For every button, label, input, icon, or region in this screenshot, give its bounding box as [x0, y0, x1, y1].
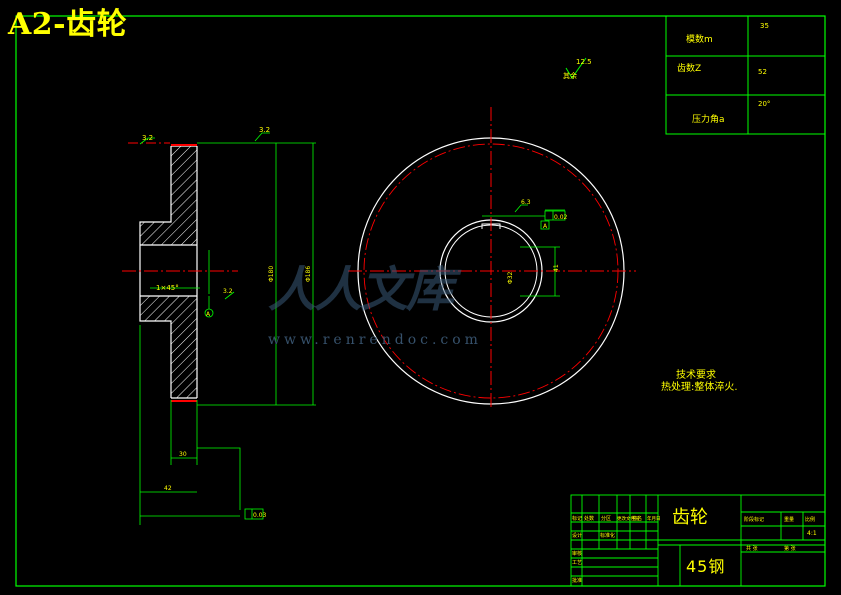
- watermark-url: www.renrendoc.com: [268, 332, 482, 348]
- tb-cell-total: 共 张: [746, 545, 758, 552]
- roughness-value: 12.5: [576, 58, 592, 66]
- tb-cell-zone: 分区: [601, 515, 611, 522]
- title-block: [570, 494, 826, 587]
- roughness-label: 其余: [563, 71, 577, 80]
- tb-cell-standard: 标准化: [600, 532, 615, 539]
- dim-top-right: 3.2: [259, 126, 270, 134]
- section-view: [122, 132, 316, 525]
- drawing-border: [15, 15, 826, 587]
- datum-label-front: A: [543, 223, 548, 230]
- tb-cell-approve: 批准: [572, 577, 582, 584]
- dim-runout: 0.03: [253, 512, 267, 519]
- part-name: 齿轮: [672, 507, 708, 528]
- tb-cell-design: 设计: [572, 532, 582, 539]
- tb-cell-sheet: 第 张: [784, 545, 796, 552]
- dim-chamfer-top: 3.2: [142, 134, 153, 142]
- pressure-value: 20°: [758, 100, 771, 108]
- dim-width-total: 42: [164, 485, 172, 492]
- sheet-title: A2-齿轮: [8, 7, 128, 42]
- datum-label: A: [206, 311, 211, 318]
- roughness-symbol: [565, 57, 587, 79]
- tb-cell-process: 工艺: [572, 560, 582, 566]
- module-label: 模数m: [686, 35, 713, 45]
- dim-bore: Φ32: [507, 271, 514, 284]
- dim-width-small: 30: [179, 451, 187, 458]
- tb-cell-mark: 标记: [572, 515, 582, 522]
- tech-req-heading: 技术要求: [676, 370, 716, 381]
- tb-cell-stage: 阶段标记: [744, 516, 764, 523]
- dim-chamfer-note: 1×45°: [156, 284, 179, 292]
- tb-scale-value: 4:1: [807, 530, 817, 537]
- dim-key: 41: [553, 264, 560, 272]
- front-view: [348, 107, 636, 408]
- teeth-value: 52: [758, 68, 767, 76]
- tb-cell-date: 年月日: [647, 515, 661, 522]
- dim-roughness-bore: 3.2: [223, 288, 233, 295]
- gear-param-table: [665, 15, 826, 135]
- tech-req-line1: 热处理:整体淬火.: [661, 382, 738, 393]
- pressure-label: 压力角a: [692, 115, 725, 125]
- watermark-logo: 人人文库: [268, 262, 454, 318]
- module-value: 35: [760, 22, 769, 30]
- tb-cell-change: 更改文件号: [617, 515, 640, 522]
- dim-keyway-tol: 0.02: [554, 214, 568, 221]
- tb-cell-scale: 比例: [805, 516, 815, 523]
- dim-keyway-rough: 6.3: [521, 199, 531, 206]
- tb-cell-review: 审核: [572, 550, 582, 557]
- tb-cell-weight: 重量: [784, 516, 794, 523]
- tb-cell-sign: 签名: [632, 515, 642, 522]
- dim-phi2: Φ186: [305, 266, 312, 282]
- part-material: 45钢: [686, 557, 726, 576]
- tb-cell-count: 处数: [584, 515, 594, 522]
- dim-phi1: Φ180: [268, 266, 275, 282]
- teeth-label: 齿数Z: [677, 64, 702, 74]
